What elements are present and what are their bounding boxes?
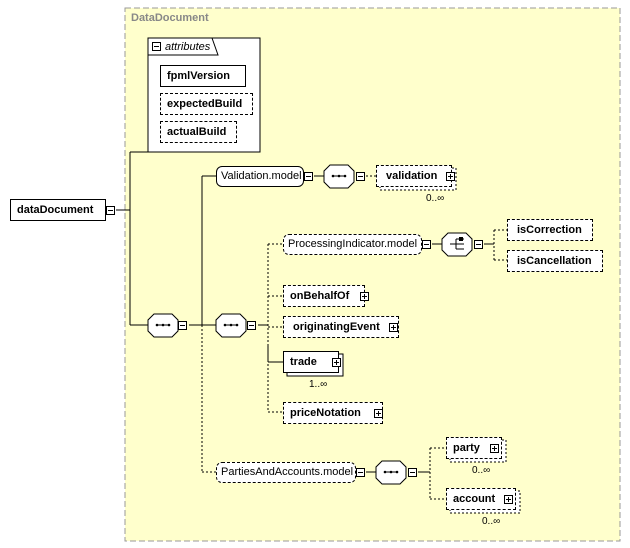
- collapse-icon[interactable]: [356, 172, 365, 181]
- collapse-icon[interactable]: [474, 240, 483, 249]
- expand-icon[interactable]: [504, 495, 513, 504]
- element-label: isCorrection: [517, 224, 582, 236]
- root-element-label: dataDocument: [17, 204, 94, 216]
- attributes-header: attributes: [165, 41, 211, 53]
- element-label: party: [453, 442, 480, 454]
- collapse-icon[interactable]: [356, 468, 365, 477]
- element-label: account: [453, 493, 496, 505]
- occurrence-label: 0..∞: [472, 465, 491, 476]
- element-originatingevent[interactable]: originatingEvent: [283, 316, 399, 338]
- expand-icon[interactable]: [389, 323, 398, 332]
- attribute-fpmlversion[interactable]: fpmlVersion: [160, 65, 246, 87]
- attribute-label: actualBuild: [167, 126, 227, 138]
- element-label: priceNotation: [290, 407, 361, 419]
- group-label: Validation.model: [221, 170, 302, 182]
- occurrence-label: 0..∞: [426, 193, 445, 204]
- complex-type-title: DataDocument: [131, 12, 209, 24]
- group-validation-model[interactable]: Validation.model: [216, 166, 304, 187]
- group-label: PartiesAndAccounts.model: [221, 466, 354, 478]
- element-iscancellation[interactable]: isCancellation: [507, 250, 603, 272]
- element-iscorrection[interactable]: isCorrection: [507, 219, 593, 241]
- collapse-icon[interactable]: [422, 240, 431, 249]
- occurrence-label: 0..∞: [482, 516, 501, 527]
- collapse-icon[interactable]: [178, 321, 187, 330]
- group-label: ProcessingIndicator.model: [288, 238, 418, 250]
- element-party[interactable]: party: [446, 437, 502, 459]
- element-account[interactable]: account: [446, 488, 516, 510]
- element-onbehalfof[interactable]: onBehalfOf: [283, 285, 365, 307]
- expand-icon[interactable]: [374, 409, 383, 418]
- occurrence-label: 1..∞: [309, 379, 328, 390]
- expand-icon[interactable]: [446, 172, 455, 181]
- element-validation[interactable]: validation: [376, 165, 452, 187]
- collapse-icon[interactable]: [304, 172, 313, 181]
- element-label: validation: [386, 170, 438, 182]
- expand-icon[interactable]: [332, 358, 341, 367]
- root-element-datadocument[interactable]: dataDocument: [10, 199, 106, 221]
- collapse-icon[interactable]: [408, 468, 417, 477]
- element-label: onBehalfOf: [290, 290, 350, 302]
- expand-icon[interactable]: [360, 292, 369, 301]
- expand-icon[interactable]: [490, 444, 499, 453]
- attribute-actualbuild[interactable]: actualBuild: [160, 121, 237, 143]
- attribute-label: expectedBuild: [167, 98, 243, 110]
- element-label: trade: [290, 356, 317, 368]
- collapse-icon[interactable]: [247, 321, 256, 330]
- attribute-label: fpmlVersion: [167, 70, 230, 82]
- element-label: isCancellation: [517, 255, 592, 267]
- element-pricenotation[interactable]: priceNotation: [283, 402, 383, 424]
- collapse-icon[interactable]: [152, 42, 161, 51]
- element-label: originatingEvent: [293, 321, 380, 333]
- element-trade[interactable]: trade: [283, 351, 339, 373]
- group-partiesandaccounts-model[interactable]: PartiesAndAccounts.model: [216, 462, 356, 483]
- collapse-icon[interactable]: [106, 206, 115, 215]
- attribute-expectedbuild[interactable]: expectedBuild: [160, 93, 253, 115]
- group-processingindicator-model[interactable]: ProcessingIndicator.model: [283, 234, 422, 255]
